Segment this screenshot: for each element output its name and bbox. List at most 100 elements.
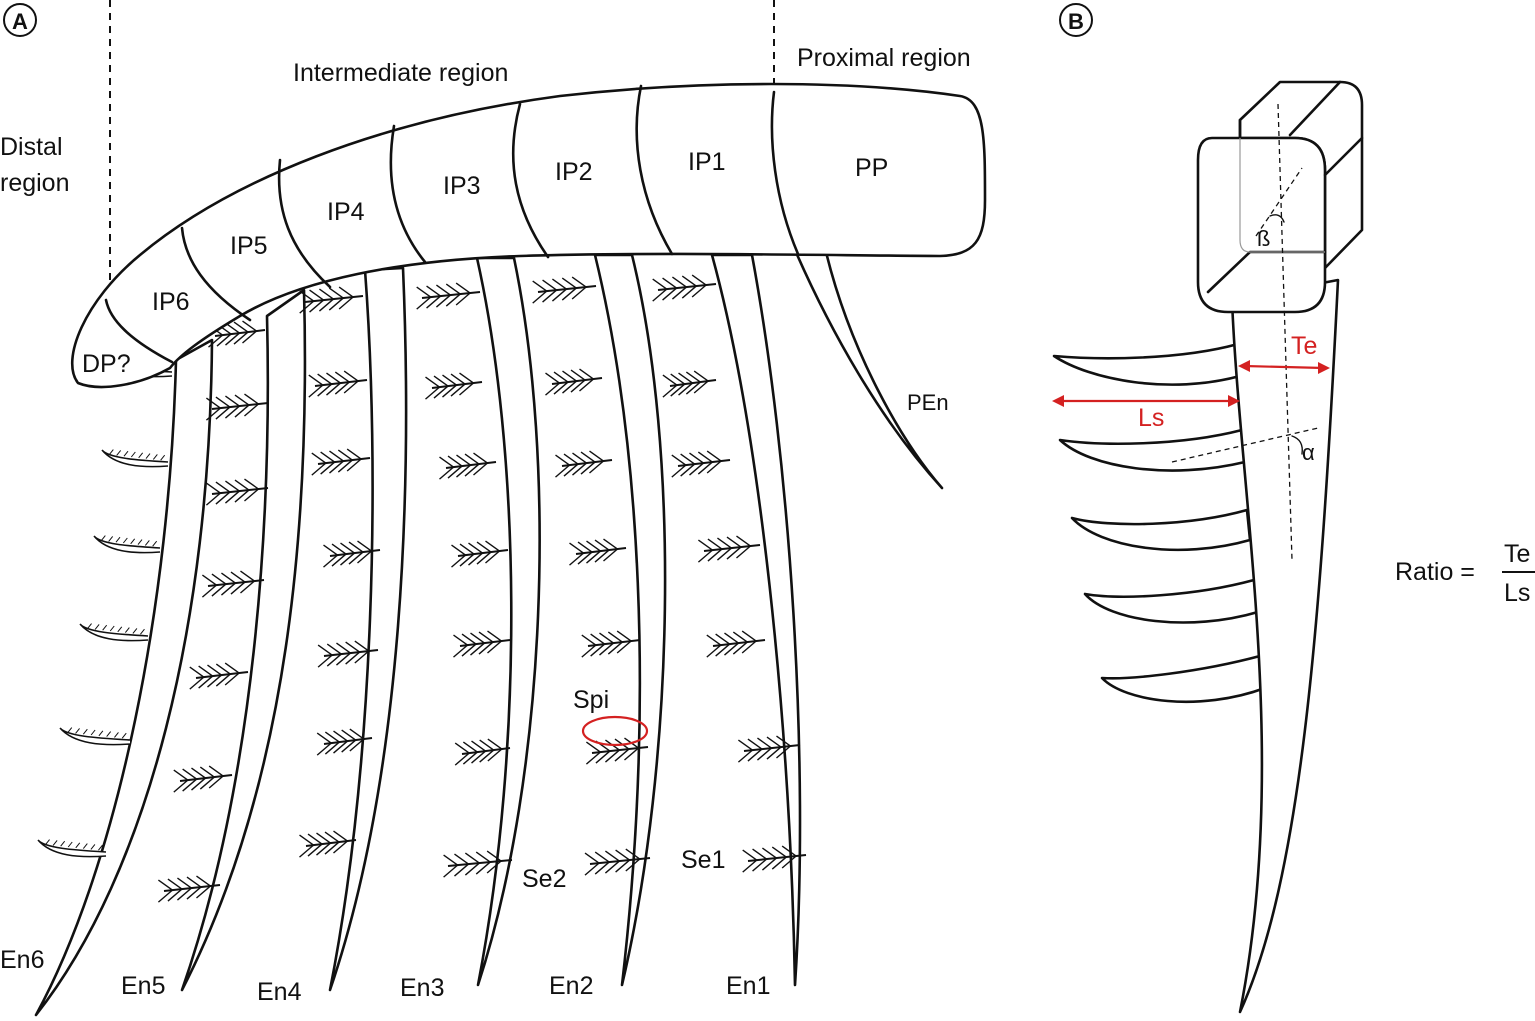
spine-barb — [299, 290, 315, 302]
spine-barb — [309, 289, 324, 301]
spine-barb — [553, 381, 569, 395]
spine-barb — [333, 830, 348, 842]
spine-barb — [208, 334, 223, 348]
seta-tick — [94, 624, 100, 630]
spine-barb — [346, 458, 362, 472]
spine-barb — [594, 851, 610, 863]
distal-seta — [79, 623, 149, 642]
spine-barb — [487, 630, 502, 642]
spine-barb — [551, 288, 567, 302]
endite-en6-shape — [34, 338, 214, 1017]
spine-barb — [532, 280, 548, 292]
seta-b-1 — [1052, 342, 1242, 386]
spine-barb — [311, 462, 327, 476]
spine-axis — [431, 381, 483, 389]
spine-barb — [196, 875, 211, 887]
podomere-block — [1196, 80, 1364, 314]
seta-tick — [114, 732, 119, 738]
spine-barb — [652, 288, 668, 302]
spine-barb — [224, 490, 240, 504]
spine-barb — [545, 382, 560, 396]
spine-barb — [346, 448, 362, 460]
spine-barb — [475, 861, 491, 875]
spine-axis — [323, 737, 373, 745]
spine-barb — [208, 775, 224, 789]
seta-tick — [130, 451, 136, 458]
spine-barb — [345, 641, 361, 653]
spine-cluster — [671, 450, 731, 478]
spine-barb — [571, 276, 587, 288]
spine-barb — [215, 673, 231, 687]
spine-cluster — [316, 728, 373, 756]
spine-barb — [157, 889, 173, 903]
spine-barb — [706, 460, 722, 474]
spine-barb — [693, 370, 709, 382]
seta-tick — [90, 844, 96, 850]
beta-reference-line — [1255, 167, 1303, 237]
spine-axis — [669, 379, 717, 387]
spine-cluster — [189, 662, 249, 690]
spine-barb — [462, 741, 478, 753]
spine-barb — [486, 850, 502, 862]
boundary-ip4-ip5 — [277, 158, 332, 289]
spine-barb — [233, 331, 249, 345]
spine-barb — [771, 846, 787, 858]
podomere-labels: PP IP1 IP2 IP3 IP4 IP5 IP6 DP? — [82, 148, 888, 378]
spine-axis — [537, 285, 597, 293]
spine-barb — [761, 857, 777, 871]
seta-tick — [152, 540, 158, 547]
ratio-label: Ratio = — [1395, 558, 1475, 586]
spine-barb — [220, 582, 236, 596]
panel-a: A Distal region Intermediate region Prox… — [0, 0, 987, 1017]
seta-tick — [82, 728, 88, 735]
spine-barb — [242, 320, 257, 332]
spine-barb — [215, 491, 231, 505]
spine-barb — [177, 877, 192, 889]
spine-cluster — [451, 540, 509, 568]
distal-region-label-line2: region — [0, 169, 70, 197]
spine-barb — [443, 864, 459, 878]
spine-axis — [551, 377, 603, 385]
seta-tick — [115, 536, 121, 543]
spine-barb — [447, 455, 463, 467]
spine-barb — [464, 852, 480, 864]
spine-barb — [349, 738, 365, 752]
spine-axis — [179, 774, 233, 782]
ratio-denominator: Ls — [1504, 579, 1530, 607]
spine-barb — [341, 729, 357, 741]
spine-barb — [331, 543, 347, 555]
spine-cluster — [443, 850, 513, 878]
spine-barb — [624, 747, 639, 761]
seta-tick — [106, 731, 112, 737]
spine-cluster — [662, 370, 717, 398]
spine-barb — [198, 665, 214, 677]
spine-axis — [457, 549, 509, 557]
distal-seta — [101, 449, 169, 468]
distal-seta — [37, 839, 107, 858]
spine-barb — [349, 728, 365, 740]
spine-cluster — [308, 370, 368, 398]
podomere-label-ip6: IP6 — [152, 288, 190, 316]
spine-axis — [591, 746, 649, 754]
spine-barb — [186, 886, 202, 900]
spine-barb — [781, 845, 797, 857]
seta-tick — [124, 627, 130, 633]
spine-barb — [691, 284, 707, 298]
spine-barb — [478, 641, 494, 655]
spine-barb — [589, 450, 604, 462]
spine-barb — [595, 750, 611, 764]
spine-barb — [580, 461, 596, 475]
spine-barb — [604, 850, 620, 862]
spine-barb — [186, 876, 202, 888]
spine-barb — [737, 739, 753, 751]
spine-barb — [672, 276, 687, 288]
spine-barb — [340, 552, 355, 566]
spine-clusters — [157, 274, 807, 903]
spine-barb — [333, 740, 348, 754]
spine-highlight-ellipse — [581, 715, 649, 747]
spine-barb — [299, 844, 314, 858]
spine-barb — [207, 674, 222, 688]
spine-barb — [569, 542, 584, 554]
spine-barb — [340, 542, 355, 554]
